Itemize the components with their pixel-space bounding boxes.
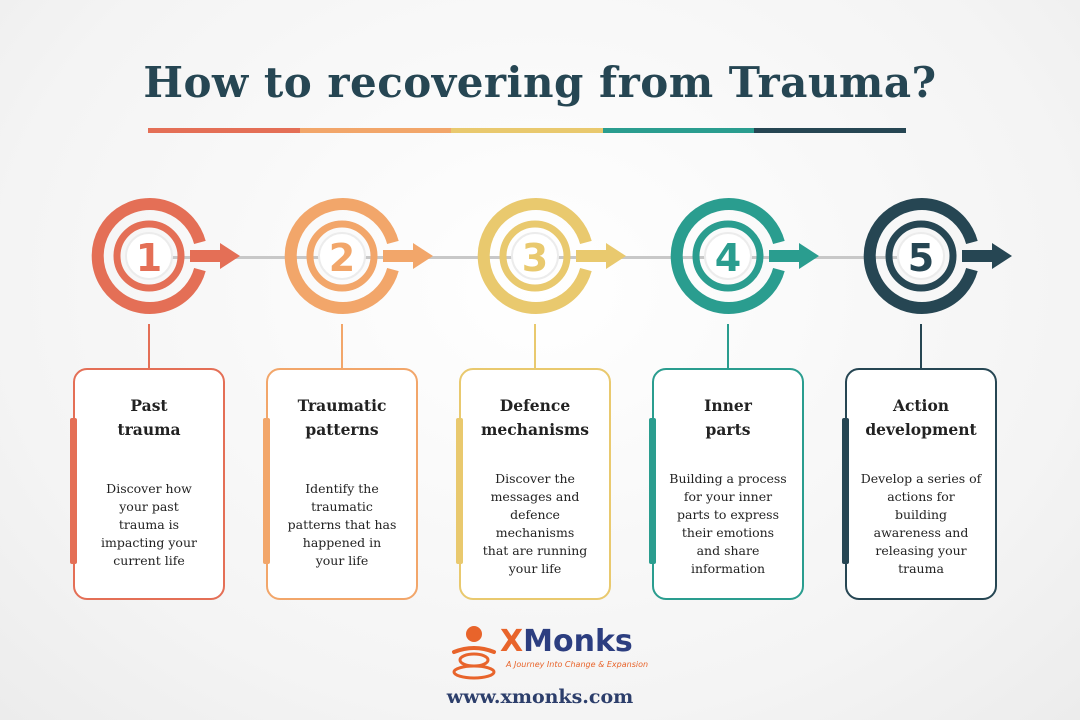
step-number: 3 bbox=[522, 236, 548, 280]
card-title: Action development bbox=[865, 396, 977, 439]
step-stem bbox=[148, 324, 150, 369]
card-accent-bar bbox=[842, 418, 849, 564]
step-stem bbox=[920, 324, 922, 369]
step-1-target-icon: 1 bbox=[84, 186, 254, 326]
step-5-target-icon: 5 bbox=[856, 186, 1026, 326]
title-underline-segment bbox=[299, 128, 452, 133]
card-accent-bar bbox=[263, 418, 270, 564]
title-underline bbox=[148, 128, 906, 133]
card-accent-bar bbox=[70, 418, 77, 564]
brand-name-rest: Monks bbox=[523, 624, 633, 659]
card-accent-bar bbox=[456, 418, 463, 564]
title-underline-segment bbox=[602, 128, 755, 133]
title-underline-segment bbox=[451, 128, 603, 133]
step-number: 5 bbox=[908, 236, 934, 280]
card-description: Identify the traumatic patterns that has… bbox=[287, 481, 397, 568]
brand-name: XMonks bbox=[500, 624, 633, 660]
card-description: Discover how your past trauma is impacti… bbox=[101, 481, 197, 568]
card-accent-bar bbox=[649, 418, 656, 564]
card-title: Inner parts bbox=[704, 396, 752, 439]
step-number: 1 bbox=[136, 236, 162, 280]
meditating-person-icon bbox=[452, 626, 496, 680]
card-description: Develop a series of actions for building… bbox=[860, 471, 982, 576]
card-title: Past trauma bbox=[117, 396, 181, 439]
card-description: Discover the messages and defence mechan… bbox=[482, 471, 588, 576]
card-title: Defence mechanisms bbox=[480, 396, 590, 439]
brand-name-x: X bbox=[500, 624, 524, 659]
step-number: 4 bbox=[715, 236, 741, 280]
title-underline-segment bbox=[148, 128, 300, 133]
step-stem bbox=[727, 324, 729, 369]
step-4-target-icon: 4 bbox=[663, 186, 833, 326]
brand-tagline: A Journey Into Change & Expansion bbox=[506, 660, 649, 669]
title-underline-segment bbox=[754, 128, 906, 133]
step-2-target-icon: 2 bbox=[277, 186, 447, 326]
brand-logo: XMonks A Journey Into Change & Expansion bbox=[448, 622, 648, 682]
page-title: How to recovering from Trauma? bbox=[143, 58, 937, 107]
card-title: Traumatic patterns bbox=[297, 396, 387, 439]
website-url[interactable]: www.xmonks.com bbox=[446, 686, 634, 708]
step-stem bbox=[341, 324, 343, 369]
card-description: Building a process for your inner parts … bbox=[669, 471, 787, 576]
step-number: 2 bbox=[329, 236, 355, 280]
step-stem bbox=[534, 324, 536, 369]
step-3-target-icon: 3 bbox=[470, 186, 640, 326]
